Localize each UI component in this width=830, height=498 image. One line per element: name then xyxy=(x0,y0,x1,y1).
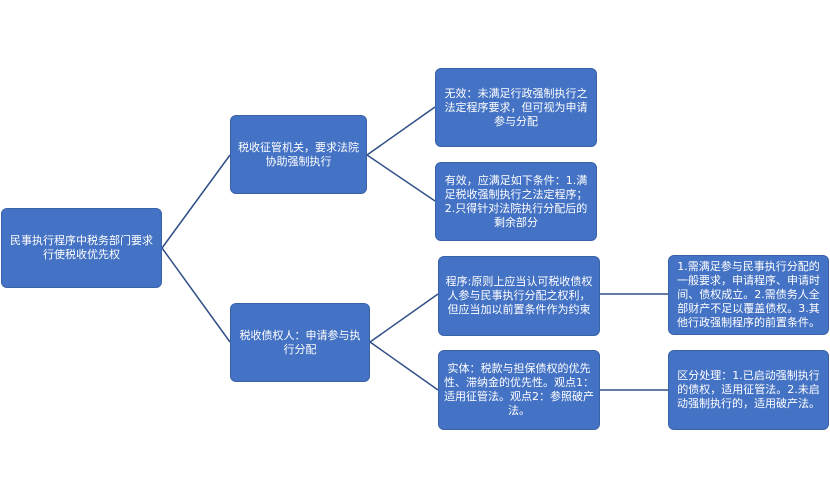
node-valid: 有效，应满足如下条件：1.满足税收强制执行之法定程序；2.只得针对法院执行分配后… xyxy=(435,162,597,241)
connector-tax-authority-valid xyxy=(366,154,436,202)
node-substance-label: 实体：税款与担保债权的优先性、滞纳金的优先性。观点1：适用征管法。观点2：参照破… xyxy=(444,362,594,417)
node-valid-label: 有效，应满足如下条件：1.满足税收强制执行之法定程序；2.只得针对法院执行分配后… xyxy=(444,173,588,229)
connector-tax-authority-invalid xyxy=(366,106,436,156)
node-substance-detail: 区分处理：1.已启动强制执行的债权，适用征管法。2.未启动强制执行的，适用破产法… xyxy=(668,350,829,430)
node-procedure-detail: 1.需满足参与民事执行分配的一般要求，申请程序、申请时间、债权成立。2.需债务人… xyxy=(668,255,829,335)
node-invalid-label: 无效：未满足行政强制执行之法定程序要求，但可视为申请参与分配 xyxy=(444,86,588,128)
node-tax-creditor: 税收债权人：申请参与执行分配 xyxy=(230,303,370,382)
connector-root-tax-authority xyxy=(161,154,231,249)
connector-root-tax-creditor xyxy=(161,247,231,343)
node-tax-authority: 税收征管机关，要求法院协助强制执行 xyxy=(230,115,367,194)
node-substance: 实体：税款与担保债权的优先性、滞纳金的优先性。观点1：适用征管法。观点2：参照破… xyxy=(438,350,600,430)
node-procedure-label: 程序:原则上应当认可税收债权人参与民事执行分配之权利，但应当加以前置条件作为约束 xyxy=(445,275,593,316)
node-procedure-detail-label: 1.需满足参与民事执行分配的一般要求，申请程序、申请时间、债权成立。2.需债务人… xyxy=(677,260,820,329)
node-tax-authority-label: 税收征管机关，要求法院协助强制执行 xyxy=(238,140,359,168)
node-substance-detail-label: 区分处理：1.已启动强制执行的债权，适用征管法。2.未启动强制执行的，适用破产法… xyxy=(677,369,820,410)
connector-tax-creditor-substance xyxy=(369,341,439,391)
connector-tax-creditor-procedure xyxy=(369,293,439,343)
node-root: 民事执行程序中税务部门要求行使税收优先权 xyxy=(1,208,162,288)
node-invalid: 无效：未满足行政强制执行之法定程序要求，但可视为申请参与分配 xyxy=(435,68,597,147)
node-tax-creditor-label: 税收债权人：申请参与执行分配 xyxy=(239,328,361,356)
node-root-label: 民事执行程序中税务部门要求行使税收优先权 xyxy=(10,234,153,261)
node-procedure: 程序:原则上应当认可税收债权人参与民事执行分配之权利，但应当加以前置条件作为约束 xyxy=(438,256,600,336)
